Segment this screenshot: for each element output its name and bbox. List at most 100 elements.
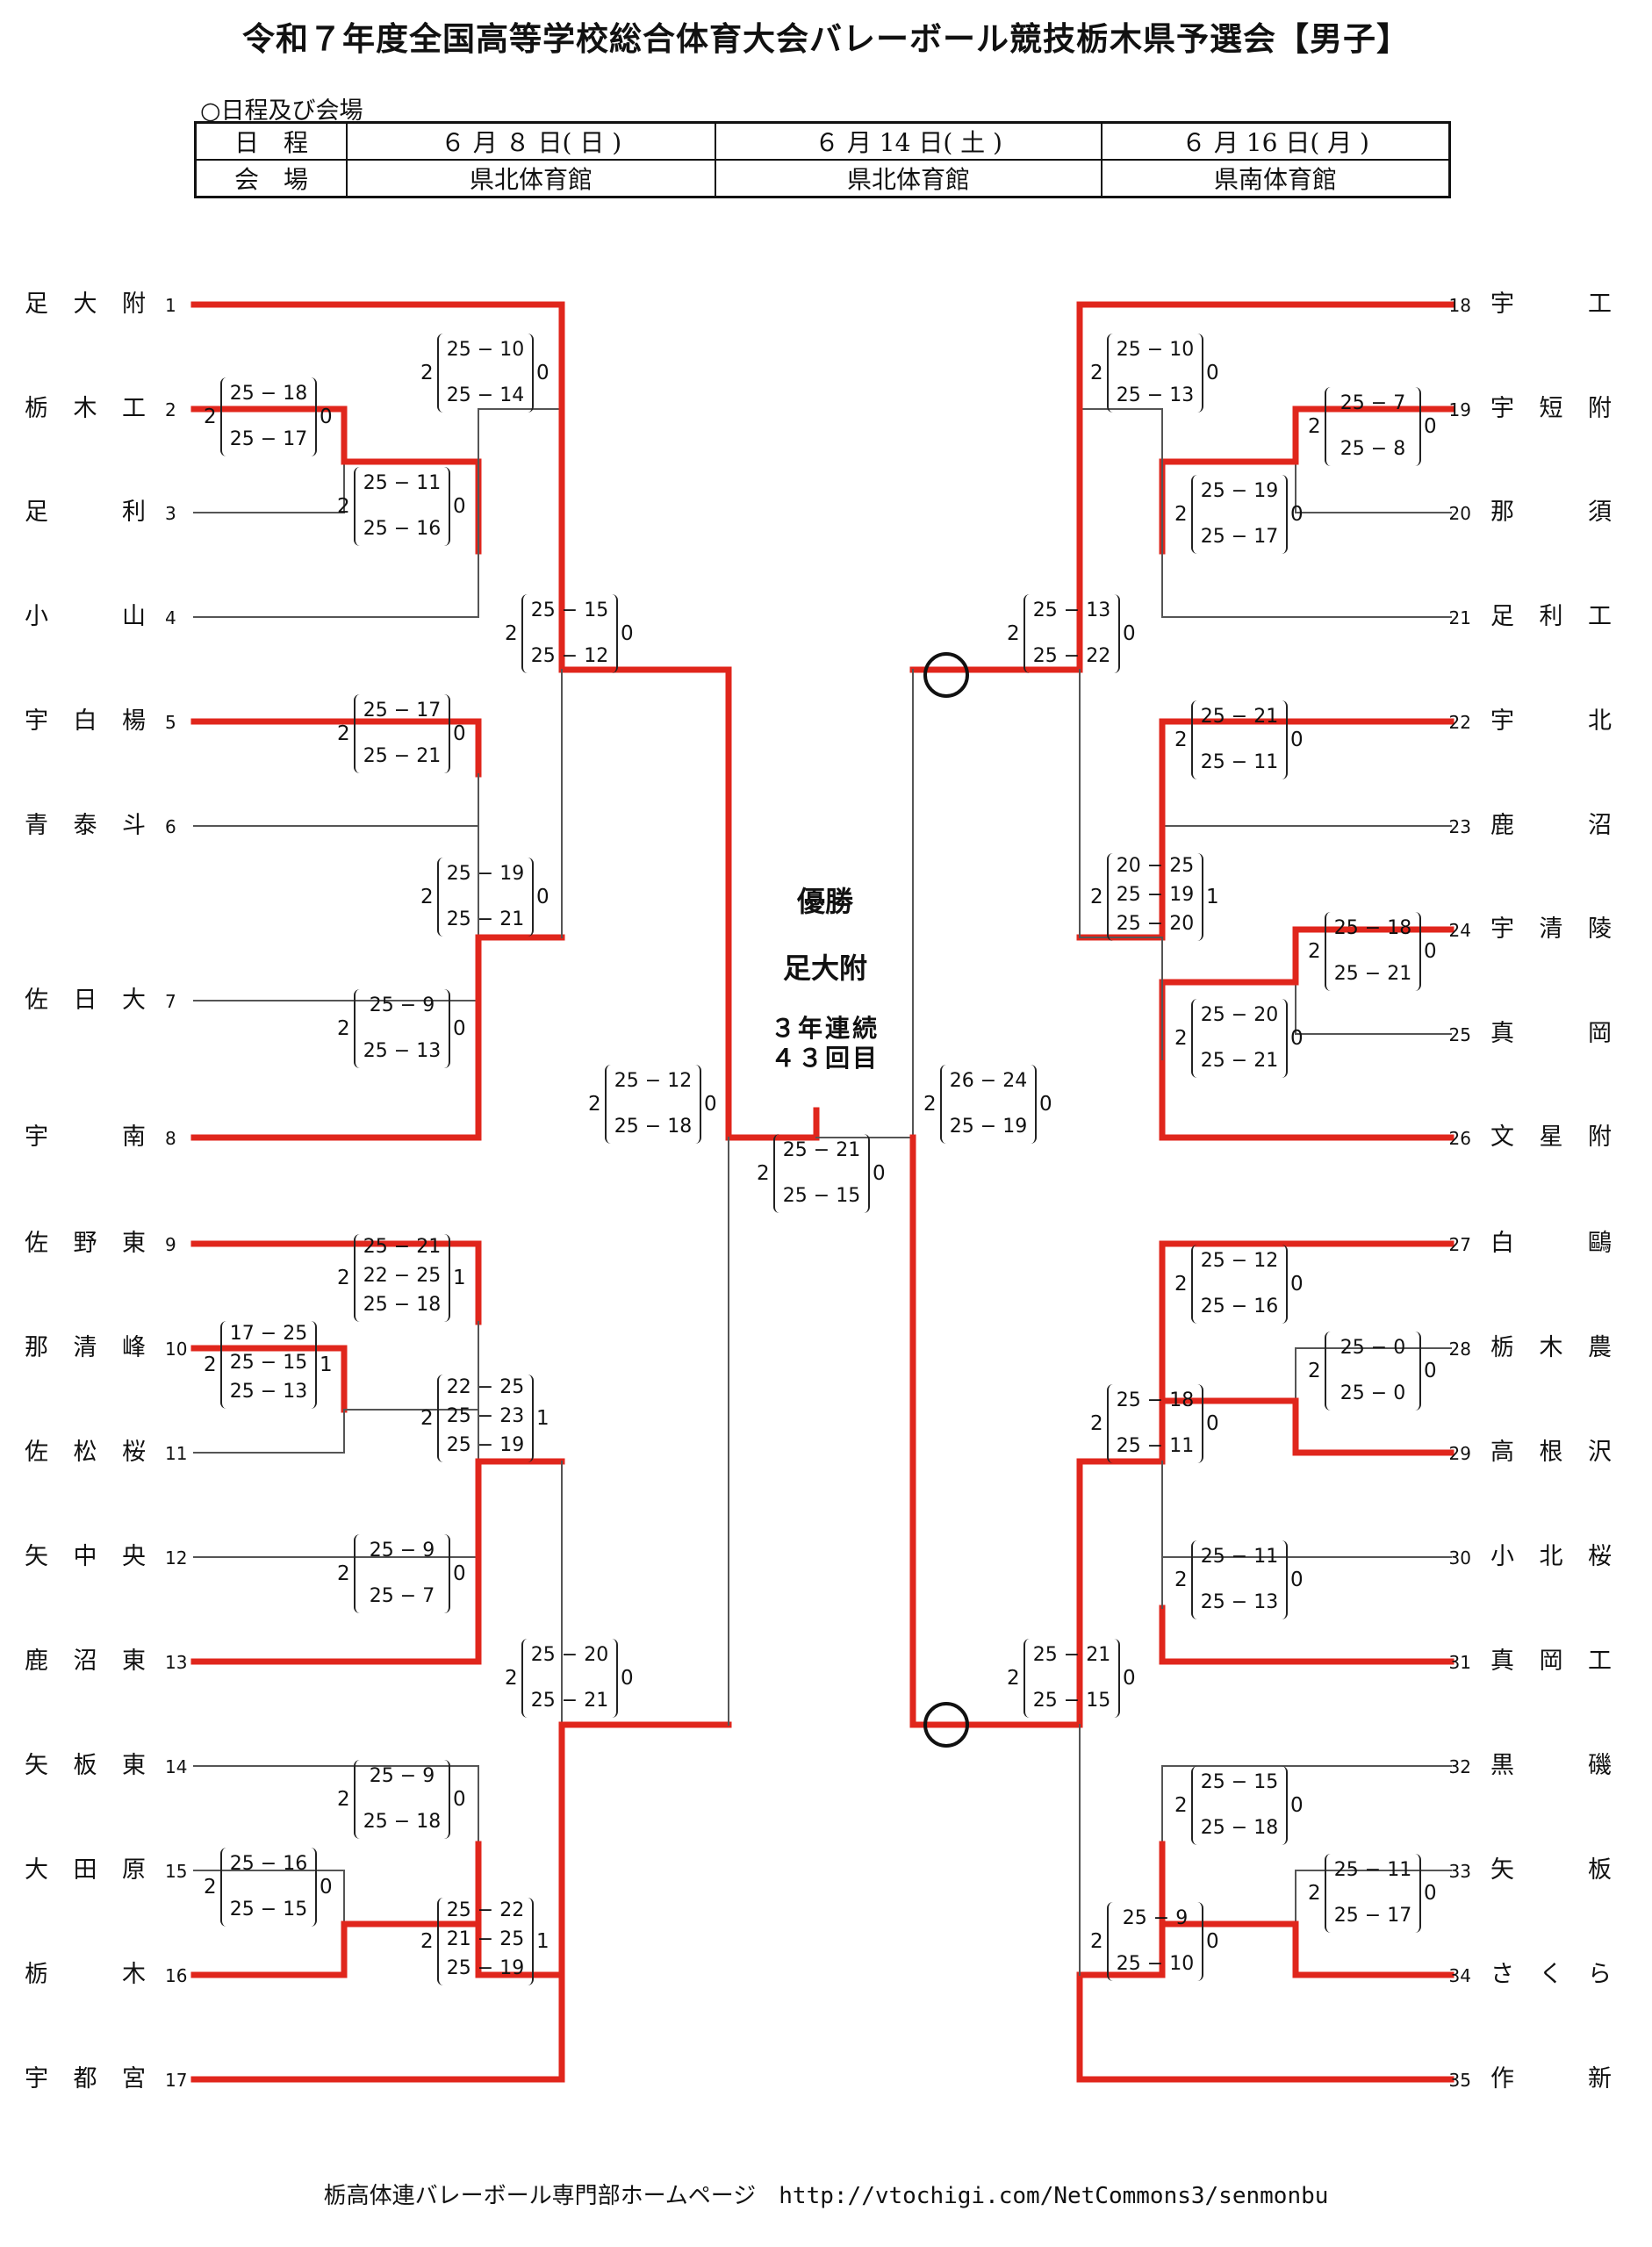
team-number: 23 [1448, 816, 1471, 837]
sets-won: 2 [204, 1353, 217, 1376]
set-score: 25 − 17 [1200, 526, 1279, 548]
set-score: 25 − 7 [1340, 392, 1406, 414]
sets-won: 2 [1308, 1882, 1321, 1905]
team-name: 宇工 [1490, 291, 1612, 318]
sets-won: 2 [337, 1788, 350, 1811]
team-number: 2 [165, 399, 176, 420]
set-score: 22 − 25 [363, 1265, 442, 1287]
sets-lost: 0 [873, 1162, 886, 1185]
set-score: 25 − 9 [1122, 1907, 1189, 1929]
set-score: 25 − 9 [369, 1540, 435, 1561]
sets-won: 2 [1174, 1027, 1188, 1050]
team-number: 15 [165, 1861, 188, 1882]
set-score: 25 − 11 [1200, 1546, 1279, 1568]
sets-lost: 0 [1290, 1794, 1304, 1817]
set-score: 22 − 25 [446, 1376, 525, 1398]
champion-note: ３年連続 [770, 1014, 880, 1043]
sets-lost: 0 [320, 406, 333, 428]
set-score: 25 − 21 [1333, 963, 1412, 985]
team-name: 青泰斗 [25, 812, 146, 839]
schedule-date: ６ 月 ８ 日( 日 ) [346, 121, 716, 161]
schedule-date-row: 日 程 ６ 月 ８ 日( 日 ) ６ 月 14 日( 土 ) ６ 月 16 日(… [194, 121, 1451, 161]
sets-won: 2 [1308, 940, 1321, 963]
set-score: 20 − 25 [1116, 855, 1195, 877]
schedule-venue: 県北体育館 [346, 159, 716, 198]
bracket-line [1076, 301, 1454, 413]
set-score: 25 − 20 [1200, 1004, 1279, 1026]
bracket-line [1159, 718, 1454, 778]
bracket-line [1295, 461, 1452, 513]
set-score: 25 − 7 [369, 1585, 435, 1607]
team-name: 鹿沼東 [25, 1648, 146, 1675]
team-name: 佐野東 [25, 1230, 146, 1257]
team-name: 足利 [25, 499, 146, 526]
set-score: 25 − 9 [369, 1765, 435, 1787]
sets-won: 2 [1090, 362, 1103, 384]
bracket-line [1079, 408, 1163, 552]
sets-won: 2 [204, 406, 217, 428]
sets-won: 2 [1090, 1412, 1103, 1435]
team-name: 真岡 [1490, 1020, 1612, 1047]
team-number: 31 [1448, 1652, 1471, 1673]
team-number: 22 [1448, 712, 1471, 733]
set-score: 25 − 22 [446, 1899, 525, 1921]
bracket-line [190, 718, 482, 778]
sets-lost: 0 [1424, 1882, 1437, 1905]
team-name: 大田原 [25, 1856, 146, 1884]
team-number: 34 [1448, 1965, 1471, 1986]
footer-url: 栃高体連バレーボール専門部ホームページ http://vtochigi.com/… [323, 2183, 1329, 2209]
schedule-table: 日 程 ６ 月 ８ 日( 日 ) ６ 月 14 日( 土 ) ６ 月 16 日(… [194, 121, 1451, 198]
bracket-line [190, 301, 565, 413]
set-score: 25 − 11 [363, 472, 442, 494]
set-score: 25 − 19 [446, 1434, 525, 1456]
champion-heading: 優勝 [796, 885, 853, 918]
team-name: 佐日大 [25, 987, 146, 1014]
set-score: 25 − 16 [1200, 1296, 1279, 1317]
team-number: 21 [1448, 607, 1471, 628]
sets-won: 2 [757, 1162, 770, 1185]
bracket-line [478, 408, 563, 552]
set-score: 25 − 20 [1116, 913, 1195, 935]
sets-lost: 0 [1039, 1093, 1052, 1116]
sets-won: 2 [1308, 1360, 1321, 1382]
team-number: 27 [1448, 1234, 1471, 1255]
bracket-line [1295, 1870, 1452, 1925]
team-name: 宇北 [1490, 707, 1612, 735]
sets-lost: 0 [1424, 415, 1437, 438]
team-number: 8 [165, 1128, 176, 1149]
bracket-line [1161, 550, 1452, 618]
set-score: 25 − 14 [446, 384, 525, 406]
set-score: 25 − 18 [1200, 1817, 1279, 1839]
bracket-line [475, 934, 565, 1077]
team-right-22: 22 宇北 [1445, 707, 1612, 736]
